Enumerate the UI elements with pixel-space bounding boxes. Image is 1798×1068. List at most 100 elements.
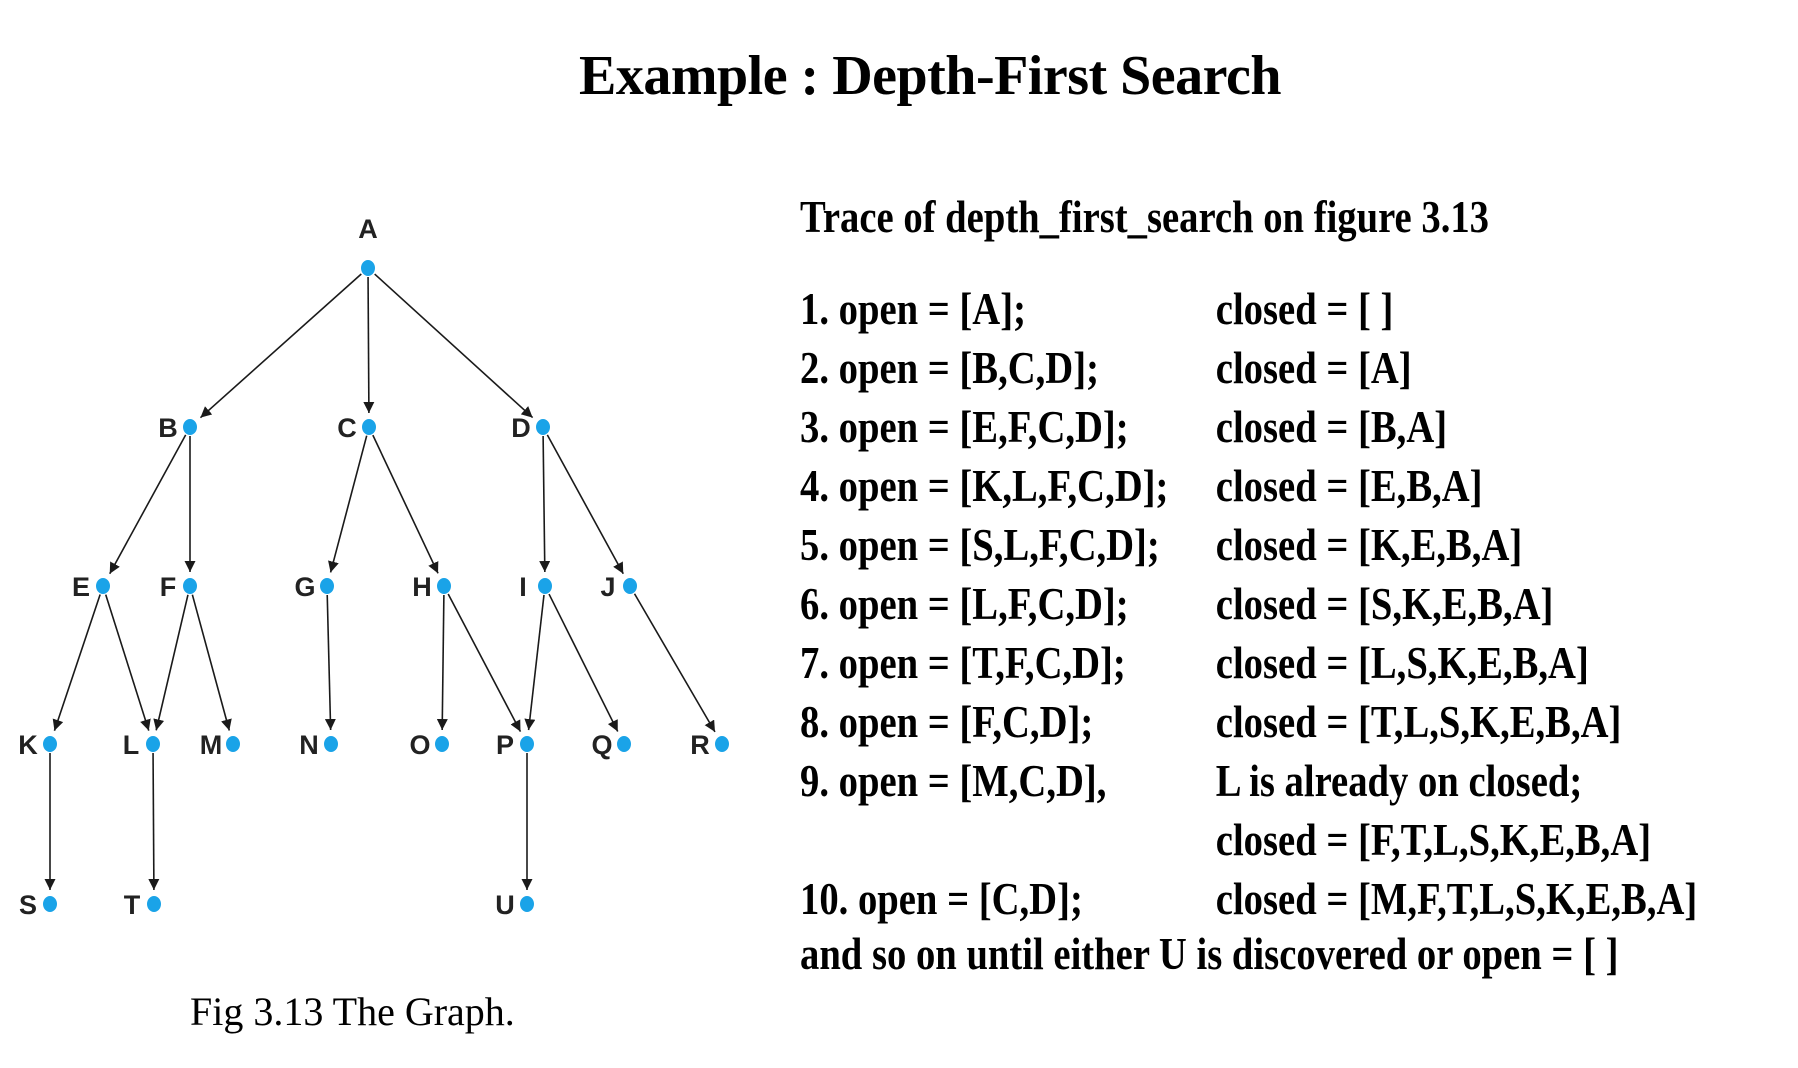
node-dot (715, 736, 729, 752)
node-label: E (72, 572, 90, 602)
edge-h-p (447, 593, 522, 732)
trace-line: 4. open = [K,L,F,C,D]; closed = [E,B,A] (800, 459, 1791, 517)
node-i: I (519, 572, 552, 602)
node-f: F (160, 572, 197, 602)
trace-closed: closed = [T,L,S,K,E,B,A] (1215, 696, 1622, 747)
node-g: G (294, 572, 334, 602)
edge-b-e (109, 434, 187, 575)
node-label: H (412, 572, 432, 602)
node-dot (43, 896, 57, 912)
node-q: Q (591, 730, 631, 760)
node-dot (362, 419, 376, 435)
trace-open: 3. open = [E,F,C,D]; (800, 401, 1129, 452)
trace-closed: closed = [K,E,B,A] (1215, 519, 1523, 570)
edge-e-k (52, 594, 101, 731)
node-dot (226, 736, 240, 752)
node-dot (320, 578, 334, 594)
edge-a-b (199, 273, 362, 419)
node-label: O (409, 730, 430, 760)
node-dot (617, 736, 631, 752)
trace-open: 1. open = [A]; (800, 283, 1026, 334)
edge-h-o (436, 594, 448, 731)
node-label: G (294, 572, 315, 602)
trace-closed: closed = [S,K,E,B,A] (1215, 578, 1554, 629)
node-e: E (72, 572, 110, 602)
node-c: C (337, 413, 376, 443)
node-label: U (495, 890, 515, 920)
node-d: D (511, 413, 550, 443)
node-a: A (358, 214, 378, 276)
trace-closed: L is already on closed; (1215, 755, 1583, 806)
node-label: F (160, 572, 177, 602)
node-dot (43, 736, 57, 752)
figure-caption: Fig 3.13 The Graph. (190, 989, 515, 1034)
trace-open: 2. open = [B,C,D]; (800, 342, 1099, 393)
node-label: C (337, 413, 357, 443)
node-b: B (158, 413, 197, 443)
trace-open: 4. open = [K,L,F,C,D]; (800, 460, 1169, 511)
node-dot (147, 896, 161, 912)
node-dot (361, 260, 375, 276)
edge-j-r (633, 593, 716, 733)
node-label: Q (591, 730, 612, 760)
edge-l-t (148, 752, 160, 891)
graph-edges (44, 273, 716, 891)
node-label: L (123, 730, 140, 760)
node-s: S (19, 890, 57, 920)
trace-open: 7. open = [T,F,C,D]; (800, 637, 1126, 688)
trace-line: closed = [F,T,L,S,K,E,B,A] (800, 813, 1791, 871)
node-dot (536, 419, 550, 435)
trace-line: 1. open = [A];closed = [ ] (800, 282, 1791, 340)
node-dot (538, 578, 552, 594)
node-label: P (496, 730, 514, 760)
node-dot (520, 896, 534, 912)
node-k: K (18, 730, 57, 760)
trace-closed: closed = [L,S,K,E,B,A] (1215, 637, 1589, 688)
trace-closed: closed = [F,T,L,S,K,E,B,A] (1215, 814, 1652, 865)
node-dot (96, 578, 110, 594)
node-label: A (358, 214, 378, 244)
node-o: O (409, 730, 449, 760)
node-label: R (690, 730, 710, 760)
node-h: H (412, 572, 451, 602)
node-l: L (123, 730, 160, 760)
edge-e-l (104, 594, 151, 731)
trace-open: 5. open = [S,L,F,C,D]; (800, 519, 1160, 570)
edge-i-q (548, 593, 619, 732)
trace-heading: Trace of depth_first_search on figure 3.… (800, 191, 1489, 242)
node-label: S (19, 890, 37, 920)
trace-open: 9. open = [M,C,D], (800, 755, 1107, 806)
edge-c-h (372, 434, 439, 574)
trace-line: 7. open = [T,F,C,D]; closed = [L,S,K,E,B,… (800, 636, 1791, 694)
node-dot (623, 578, 637, 594)
node-t: T (124, 890, 161, 920)
node-label: D (511, 413, 531, 443)
node-label: T (124, 890, 141, 920)
node-dot (435, 736, 449, 752)
trace-line: 2. open = [B,C,D]; closed = [A] (800, 341, 1791, 399)
trace-line: 6. open = [L,F,C,D]; closed = [S,K,E,B,A] (800, 577, 1791, 635)
trace-closed: closed = [M,F,T,L,S,K,E,B,A] (1215, 873, 1698, 924)
node-label: K (18, 730, 38, 760)
trace-open: 8. open = [F,C,D]; (800, 696, 1094, 747)
node-j: J (600, 572, 637, 602)
trace-open: 10. open = [C,D]; (800, 873, 1083, 924)
node-label: B (158, 413, 178, 443)
node-dot (183, 419, 197, 435)
node-dot (324, 736, 338, 752)
edge-d-i (539, 435, 551, 573)
page-title: Example : Depth-First Search (579, 45, 1282, 107)
node-m: M (200, 730, 240, 760)
trace-open: 6. open = [L,F,C,D]; (800, 578, 1129, 629)
node-label: I (519, 572, 527, 602)
trace-footer: and so on until either U is discovered o… (800, 928, 1619, 979)
trace-closed: closed = [A] (1215, 342, 1412, 393)
edge-g-n (324, 594, 336, 731)
trace-closed: closed = [E,B,A] (1215, 460, 1483, 511)
node-label: J (600, 572, 615, 602)
trace-closed: closed = [B,A] (1215, 401, 1448, 452)
edge-a-c (363, 276, 375, 414)
node-dot (437, 578, 451, 594)
